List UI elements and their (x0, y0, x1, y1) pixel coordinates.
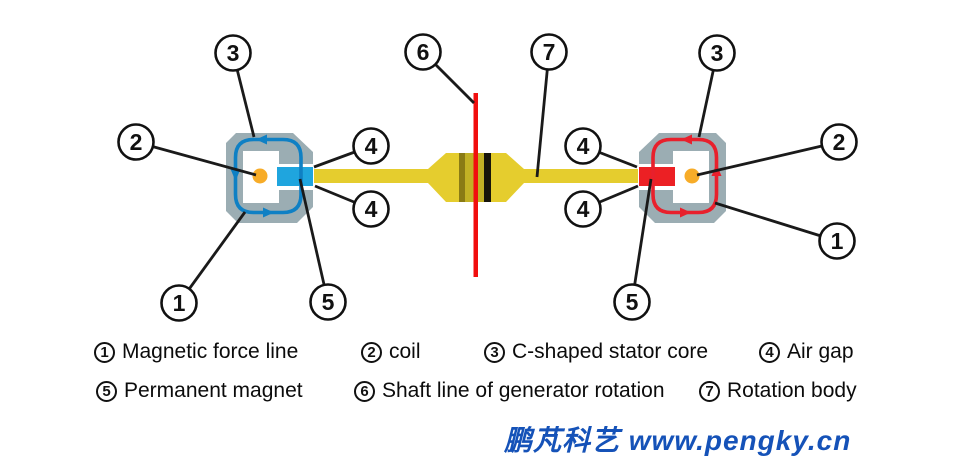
callout-label-right-4b: 4 (577, 196, 590, 222)
legend-label-rotation-body: Rotation body (727, 379, 857, 402)
callout-label-left-2: 2 (130, 129, 143, 155)
callout-label-right-4a: 4 (577, 133, 590, 159)
legend-item-magnetic-force-line: 1 Magnetic force line (94, 340, 298, 364)
callout-circle-right-4b (564, 190, 602, 228)
legend-item-coil: 2 coil (361, 340, 421, 364)
callout-label-left-4b: 4 (365, 196, 378, 222)
callout-label-left-4a: 4 (365, 133, 378, 159)
force-arrow-right-top (681, 134, 692, 145)
legend-item-c-shaped-stator-core: 3 C-shaped stator core (484, 340, 708, 364)
callout-label-left-1: 1 (173, 290, 186, 316)
legend-num-3: 3 (484, 341, 505, 363)
force-arrow-left-top (256, 134, 267, 145)
legend-num-7: 7 (699, 380, 720, 402)
callout-circle-right-3 (698, 34, 736, 72)
magnetic-force-line-right (651, 137, 719, 215)
force-arrow-right-bottom (680, 207, 691, 218)
callout-circle-left-4b (352, 190, 390, 228)
callout-circle-right-1 (818, 222, 856, 260)
permanent-magnet-left (277, 167, 313, 186)
callout-circle-center-6 (404, 33, 442, 71)
leader-right-5 (630, 178, 653, 303)
magnetic-force-line-left (233, 137, 303, 215)
legend-num-1: 1 (94, 341, 115, 363)
legend-label-magnetic-force-line: Magnetic force line (122, 340, 299, 363)
callout-label-center-6: 6 (417, 39, 430, 65)
callout-circle-left-3 (214, 34, 252, 72)
legend-label-shaft-line: Shaft line of generator rotation (382, 379, 665, 402)
leader-right-1 (714, 201, 838, 243)
callout-circle-center-7 (530, 33, 568, 71)
legend-item-air-gap: 4 Air gap (759, 340, 854, 364)
leader-center-7 (535, 51, 551, 178)
coil-right (684, 168, 700, 184)
callout-circle-left-1 (160, 284, 198, 322)
callout-circle-left-2 (117, 123, 155, 161)
callout-circle-right-4a (564, 127, 602, 165)
callout-circles: 3 2 4 4 1 5 6 7 3 2 4 4 1 5 (117, 33, 858, 322)
legend-num-5: 5 (96, 380, 117, 402)
callout-label-right-1: 1 (831, 228, 844, 254)
legend-item-shaft-line: 6 Shaft line of generator rotation (354, 379, 665, 403)
callout-circle-right-5 (613, 283, 651, 321)
legend-num-6: 6 (354, 380, 375, 402)
callout-label-right-5: 5 (626, 289, 639, 315)
legend-num-4: 4 (759, 341, 780, 363)
leader-left-2 (135, 140, 257, 177)
callout-circle-right-2 (820, 123, 858, 161)
leader-left-5 (298, 178, 330, 303)
force-arrow-left-bottom (263, 207, 274, 218)
callout-circle-left-5 (309, 283, 347, 321)
shaft-right (522, 169, 638, 183)
callout-label-left-5: 5 (322, 289, 335, 315)
legend-label-c-shaped-stator-core: C-shaped stator core (512, 340, 709, 363)
callout-circle-left-4a (352, 127, 390, 165)
callout-label-left-3: 3 (227, 40, 240, 66)
legend-item-permanent-magnet: 5 Permanent magnet (96, 379, 303, 403)
legend-label-permanent-magnet: Permanent magnet (124, 379, 303, 402)
coil-left (252, 168, 268, 184)
callout-label-right-3: 3 (711, 40, 724, 66)
leader-right-2 (696, 140, 840, 177)
force-arrow-left-side (230, 169, 241, 181)
shaft-line (473, 93, 478, 277)
footer-watermark: 鹏芃科艺 www.pengky.cn (504, 425, 852, 456)
shaft-left (314, 169, 430, 183)
rotation-body-band-dark (459, 153, 465, 202)
legend-label-coil: coil (389, 340, 421, 363)
rotation-body-band-black (484, 153, 491, 202)
callout-label-center-7: 7 (543, 39, 556, 65)
callout-label-right-2: 2 (833, 129, 846, 155)
legend-item-rotation-body: 7 Rotation body (699, 379, 857, 403)
permanent-magnet-right (639, 167, 675, 186)
generator-diagram: 3 2 4 4 1 5 6 7 3 2 4 4 1 5 (117, 33, 858, 322)
legend-label-air-gap: Air gap (787, 340, 854, 363)
legend-num-2: 2 (361, 341, 382, 363)
